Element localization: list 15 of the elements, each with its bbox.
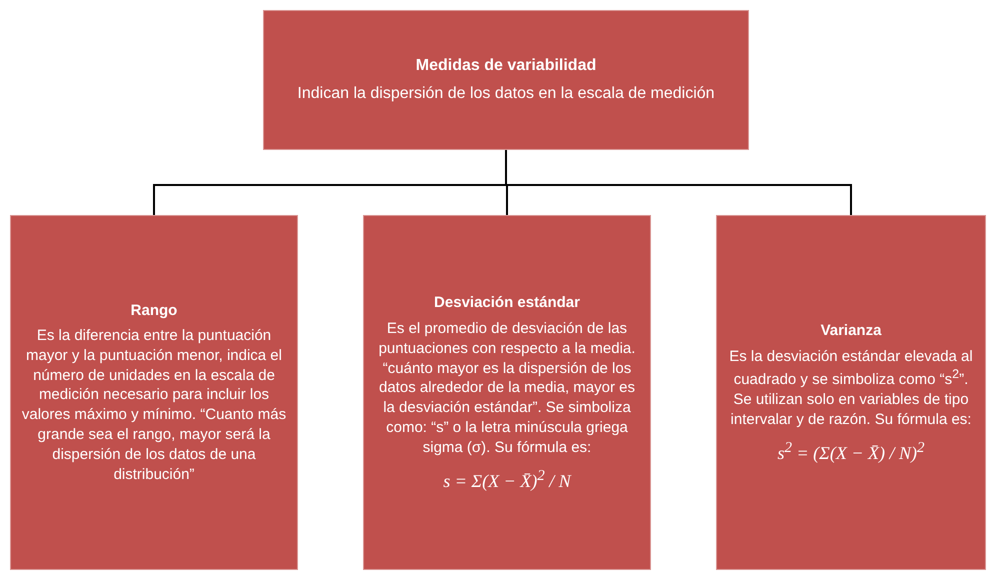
box-heading: Medidas de variabilidad xyxy=(416,56,596,76)
connector-line xyxy=(505,150,852,215)
concept-box xyxy=(363,215,651,570)
formula: s$^{2}$ = (Σ(X − X̄) / N)$^{2}$ xyxy=(778,440,924,464)
box-description: Es la diferencia entre la puntuación mayor y la puntuación menor, indica el número de unidades en la escala de medición necesario para incluir los valores máximo y mínimo. “Cuanto más grande sea el rango, mayor será la dispersión de los datos de una distribución” xyxy=(20,326,288,484)
formula: s = Σ(X − X̄)$^{2}$ / N xyxy=(443,468,571,492)
box-heading: Desviación estándar xyxy=(434,293,580,313)
box-description: Indican la dispersión de los datos en la escala de medición xyxy=(297,84,715,104)
box-description: Es el promedio de desviación de las puntuaciones con respecto a la media. “cuánto mayor es la dispersión de los datos alrededor de la media, mayor es la desviación estándar”. Se simboliza como: “s” o la letra minúscula griega sigma (σ). Su fórmula es: xyxy=(378,318,636,458)
concept-box xyxy=(263,10,749,150)
concept-box xyxy=(716,215,986,570)
box-heading: Rango xyxy=(130,300,178,320)
concept-box xyxy=(10,215,298,570)
box-heading: Varianza xyxy=(820,321,882,341)
box-description: Es la desviación estándar elevada al cuadrado y se simboliza como “s$^{2}$”. Se utilizan solo en variables de tipo intervalar y de razón. Su fórmula es: xyxy=(728,346,974,430)
